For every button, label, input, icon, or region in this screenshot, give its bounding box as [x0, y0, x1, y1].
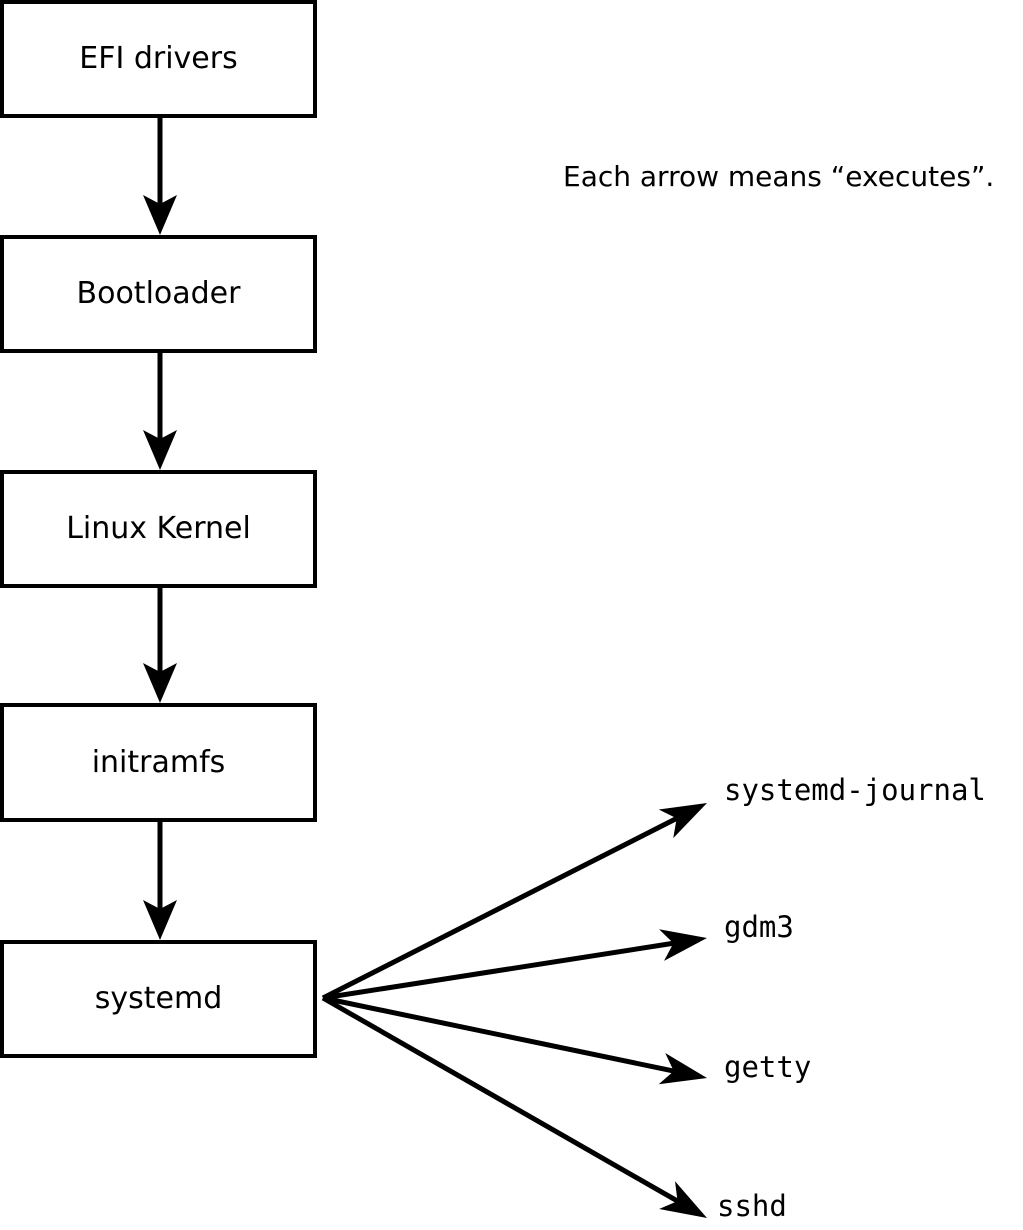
service-label-systemd-journal[interactable]: systemd-journal	[724, 773, 986, 807]
chain-arrows-layer	[143, 118, 177, 940]
arrow-shaft	[322, 940, 674, 1001]
stage-label-efi-drivers: EFI drivers	[79, 41, 238, 76]
service-label-getty[interactable]: getty	[724, 1050, 812, 1084]
fanout-arrow-systemd-to-systemd-journal	[321, 803, 707, 1001]
arrow-head	[659, 929, 707, 961]
stage-box-initramfs[interactable]: initramfs	[0, 703, 317, 822]
chain-arrow-bootloader-to-linux-kernel	[143, 352, 177, 470]
arrow-head	[658, 803, 707, 839]
arrow-head	[143, 900, 177, 940]
service-label-gdm3[interactable]: gdm3	[724, 910, 794, 944]
chain-arrow-linux-kernel-to-initramfs	[143, 588, 177, 703]
legend-note: Each arrow means “executes”.	[563, 160, 995, 193]
arrow-head	[143, 430, 177, 470]
chain-arrow-efi-drivers-to-bootloader	[143, 118, 177, 235]
stage-label-initramfs: initramfs	[91, 744, 226, 780]
arrow-head	[143, 195, 177, 235]
arrow-shaft	[322, 995, 675, 1074]
stage-box-efi-drivers[interactable]: EFI drivers	[0, 0, 317, 118]
stage-box-systemd[interactable]: systemd	[0, 940, 317, 1058]
stage-label-bootloader: Bootloader	[76, 276, 241, 311]
arrow-shaft	[321, 995, 679, 1204]
arrow-head	[658, 1052, 707, 1085]
fanout-arrow-systemd-to-getty	[322, 995, 707, 1085]
fanout-arrow-systemd-to-gdm3	[322, 929, 707, 1001]
stage-box-bootloader[interactable]: Bootloader	[0, 235, 317, 353]
service-label-sshd[interactable]: sshd	[717, 1189, 787, 1223]
stage-label-linux-kernel: Linux Kernel	[66, 511, 251, 546]
fanout-arrows-layer	[321, 803, 707, 1218]
fanout-arrow-systemd-to-sshd	[321, 995, 707, 1218]
arrow-head	[143, 663, 177, 703]
chain-arrow-initramfs-to-systemd	[143, 822, 177, 940]
stage-box-linux-kernel[interactable]: Linux Kernel	[0, 470, 317, 588]
stage-label-systemd: systemd	[94, 981, 223, 1016]
arrow-shaft	[321, 816, 678, 1001]
arrow-head	[659, 1181, 707, 1218]
